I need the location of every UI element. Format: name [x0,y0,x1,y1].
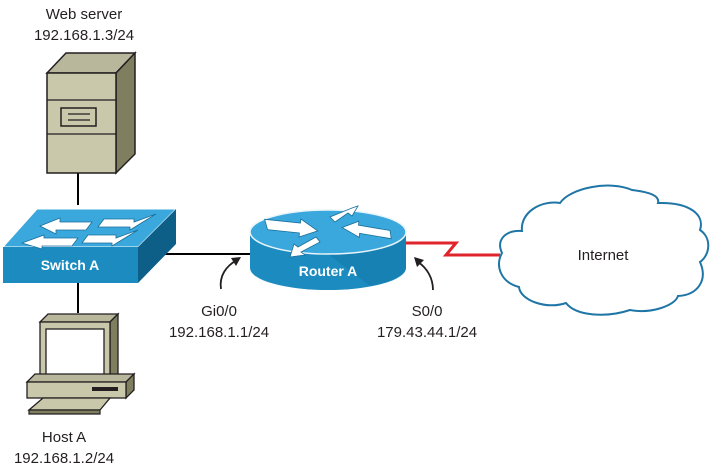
host-ip: 192.168.1.2/24 [14,450,114,467]
web-server-icon [45,51,137,175]
internet-label: Internet [578,247,630,264]
pc-icon [25,312,136,415]
gi-interface-arrow-icon [219,257,241,290]
serial-interface-arrow-icon [414,257,434,291]
router-icon[interactable]: Router A [249,205,407,290]
gi-interface-name: Gi0/0 [201,303,237,320]
serial-link [406,241,500,257]
serial-interface-ip: 179.43.44.1/24 [377,324,477,341]
serial-interface-name: S0/0 [412,303,443,320]
gi-interface-ip: 192.168.1.1/24 [169,324,269,341]
switch-icon[interactable]: Switch A [1,208,178,283]
switch-label: Switch A [41,257,100,273]
web-server-name: Web server [46,6,122,23]
router-label: Router A [299,263,358,279]
internet-cloud-icon[interactable]: Internet [498,184,710,316]
host-name: Host A [42,429,86,446]
web-server-ip: 192.168.1.3/24 [34,27,134,44]
